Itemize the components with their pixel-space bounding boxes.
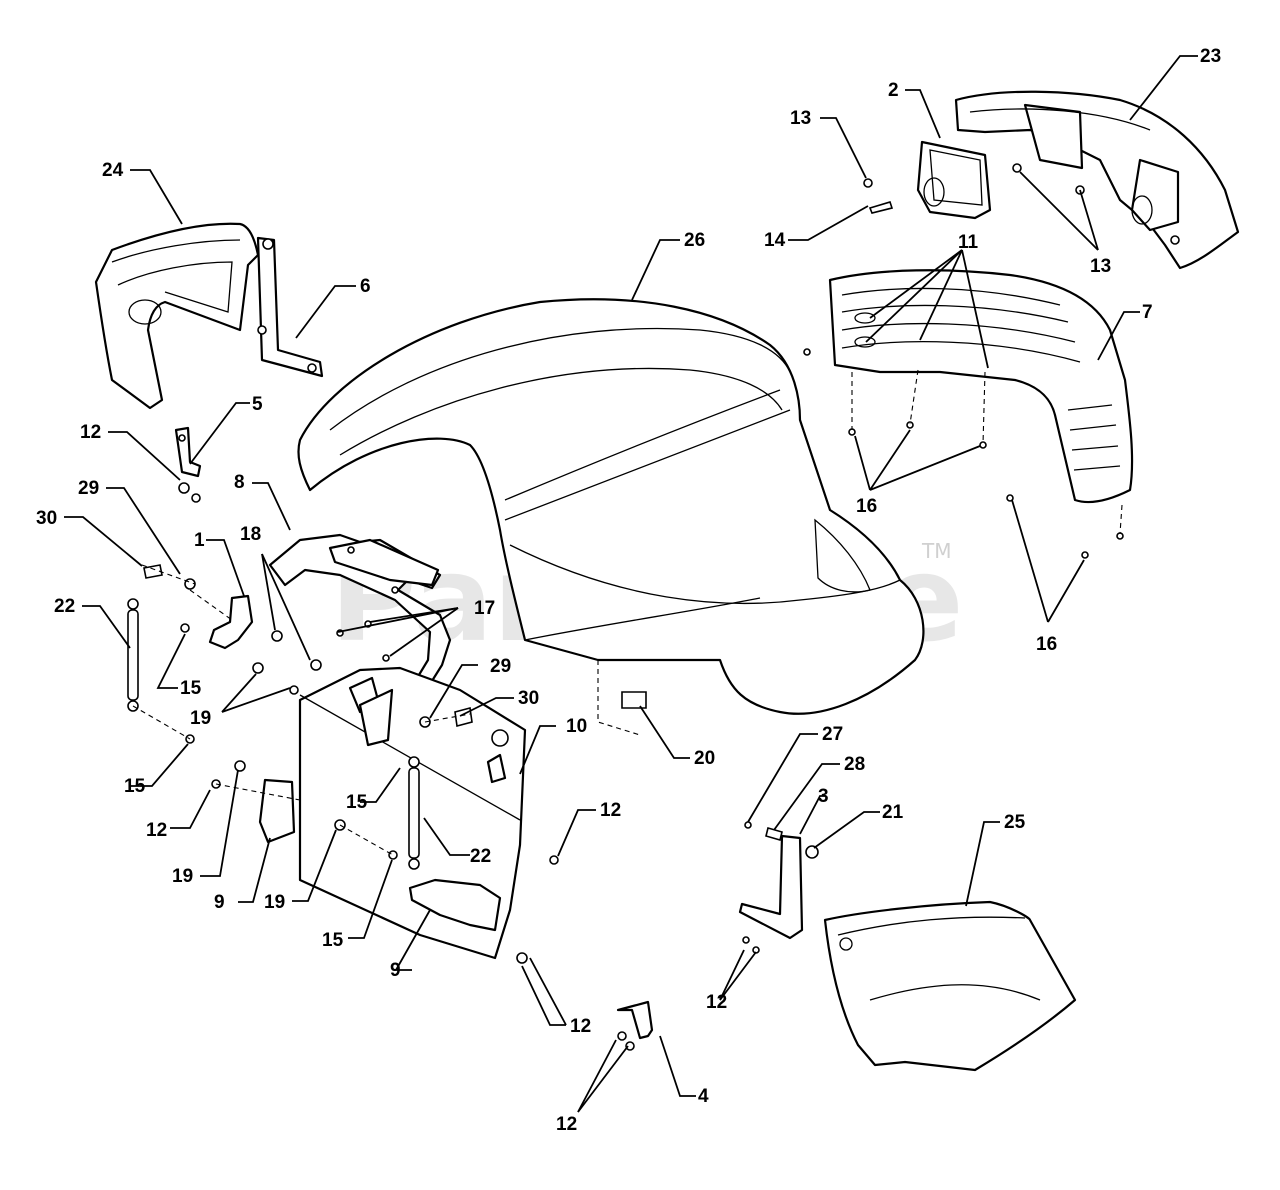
callout-14: 14 [764,230,786,251]
hardware-cluster [132,564,819,1051]
callout-15-d: 15 [346,792,368,813]
callout-18: 18 [240,524,261,545]
hood-part-26 [297,298,925,715]
callout-30-a: 30 [36,508,57,529]
nuts-part-16 [803,348,1124,559]
side-panel-part-24 [94,222,260,410]
bracket-part-4 [616,1000,654,1040]
callout-15-a: 15 [180,678,202,699]
callout-19-b: 19 [172,866,193,887]
callout-4: 4 [698,1086,709,1107]
callout-24: 24 [102,160,124,181]
callout-22-a: 22 [54,596,75,617]
hinge-bracket-part-1 [208,594,254,650]
callout-13-b: 13 [1090,256,1111,277]
screw-part-13-left [863,178,873,188]
callout-22-b: 22 [470,846,491,867]
leader-lines [64,55,1198,1113]
callout-7: 7 [1142,302,1153,323]
bracket-part-9-right [408,878,502,932]
callout-27: 27 [822,724,843,745]
bracket-part-9-left [258,778,296,844]
bracket-part-5 [174,426,202,478]
callout-13-a: 13 [790,108,811,129]
callout-19-c: 19 [264,892,285,913]
callout-21: 21 [882,802,904,823]
callout-15-c: 15 [322,930,344,951]
screws-part-12-top-left [178,482,201,503]
callout-12-e: 12 [556,1114,577,1135]
bracket-part-3 [738,834,804,940]
callout-23: 23 [1200,46,1221,67]
gas-spring-part-22-right [408,756,420,870]
callout-12-a: 12 [80,422,101,443]
watermark-trademark: TM [921,539,951,563]
callout-28: 28 [844,754,865,775]
callout-29-b: 29 [490,656,511,677]
callout-12-c: 12 [600,800,621,821]
callout-8: 8 [234,472,245,493]
callout-30-b: 30 [518,688,539,709]
gas-spring-part-22-left [127,598,139,712]
callout-20: 20 [694,748,715,769]
callout-12-b: 12 [146,820,167,841]
callout-9-a: 9 [214,892,225,913]
callout-12-f: 12 [706,992,727,1013]
callout-12-d: 12 [570,1016,591,1037]
callout-10: 10 [566,716,587,737]
side-panel-part-25 [823,900,1077,1072]
callout-9-b: 9 [390,960,401,981]
headlight-part-2 [916,140,992,220]
callout-6: 6 [360,276,371,297]
callout-2: 2 [888,80,899,101]
callout-17: 17 [474,598,495,619]
callout-16-b: 16 [1036,634,1057,655]
headlight-housing-part-23 [954,90,1240,270]
callout-11: 11 [958,232,979,253]
callout-25: 25 [1004,812,1026,833]
screw-part-13-right-a [1012,163,1022,173]
callout-26: 26 [684,230,705,251]
callout-16-a: 16 [856,496,877,517]
screw-part-14 [868,201,894,214]
hinge-frame-part-8 [268,533,452,702]
callout-labels: 24 6 5 12 29 30 8 1 18 22 15 19 15 12 19… [36,46,1221,1135]
callout-3: 3 [818,786,829,807]
callout-29-a: 29 [78,478,99,499]
bracket-part-6 [256,236,324,378]
callout-15-b: 15 [124,776,146,797]
grille-part-7 [828,269,1134,504]
callout-1: 1 [194,530,205,551]
callout-5: 5 [252,394,263,415]
callout-19-a: 19 [190,708,211,729]
